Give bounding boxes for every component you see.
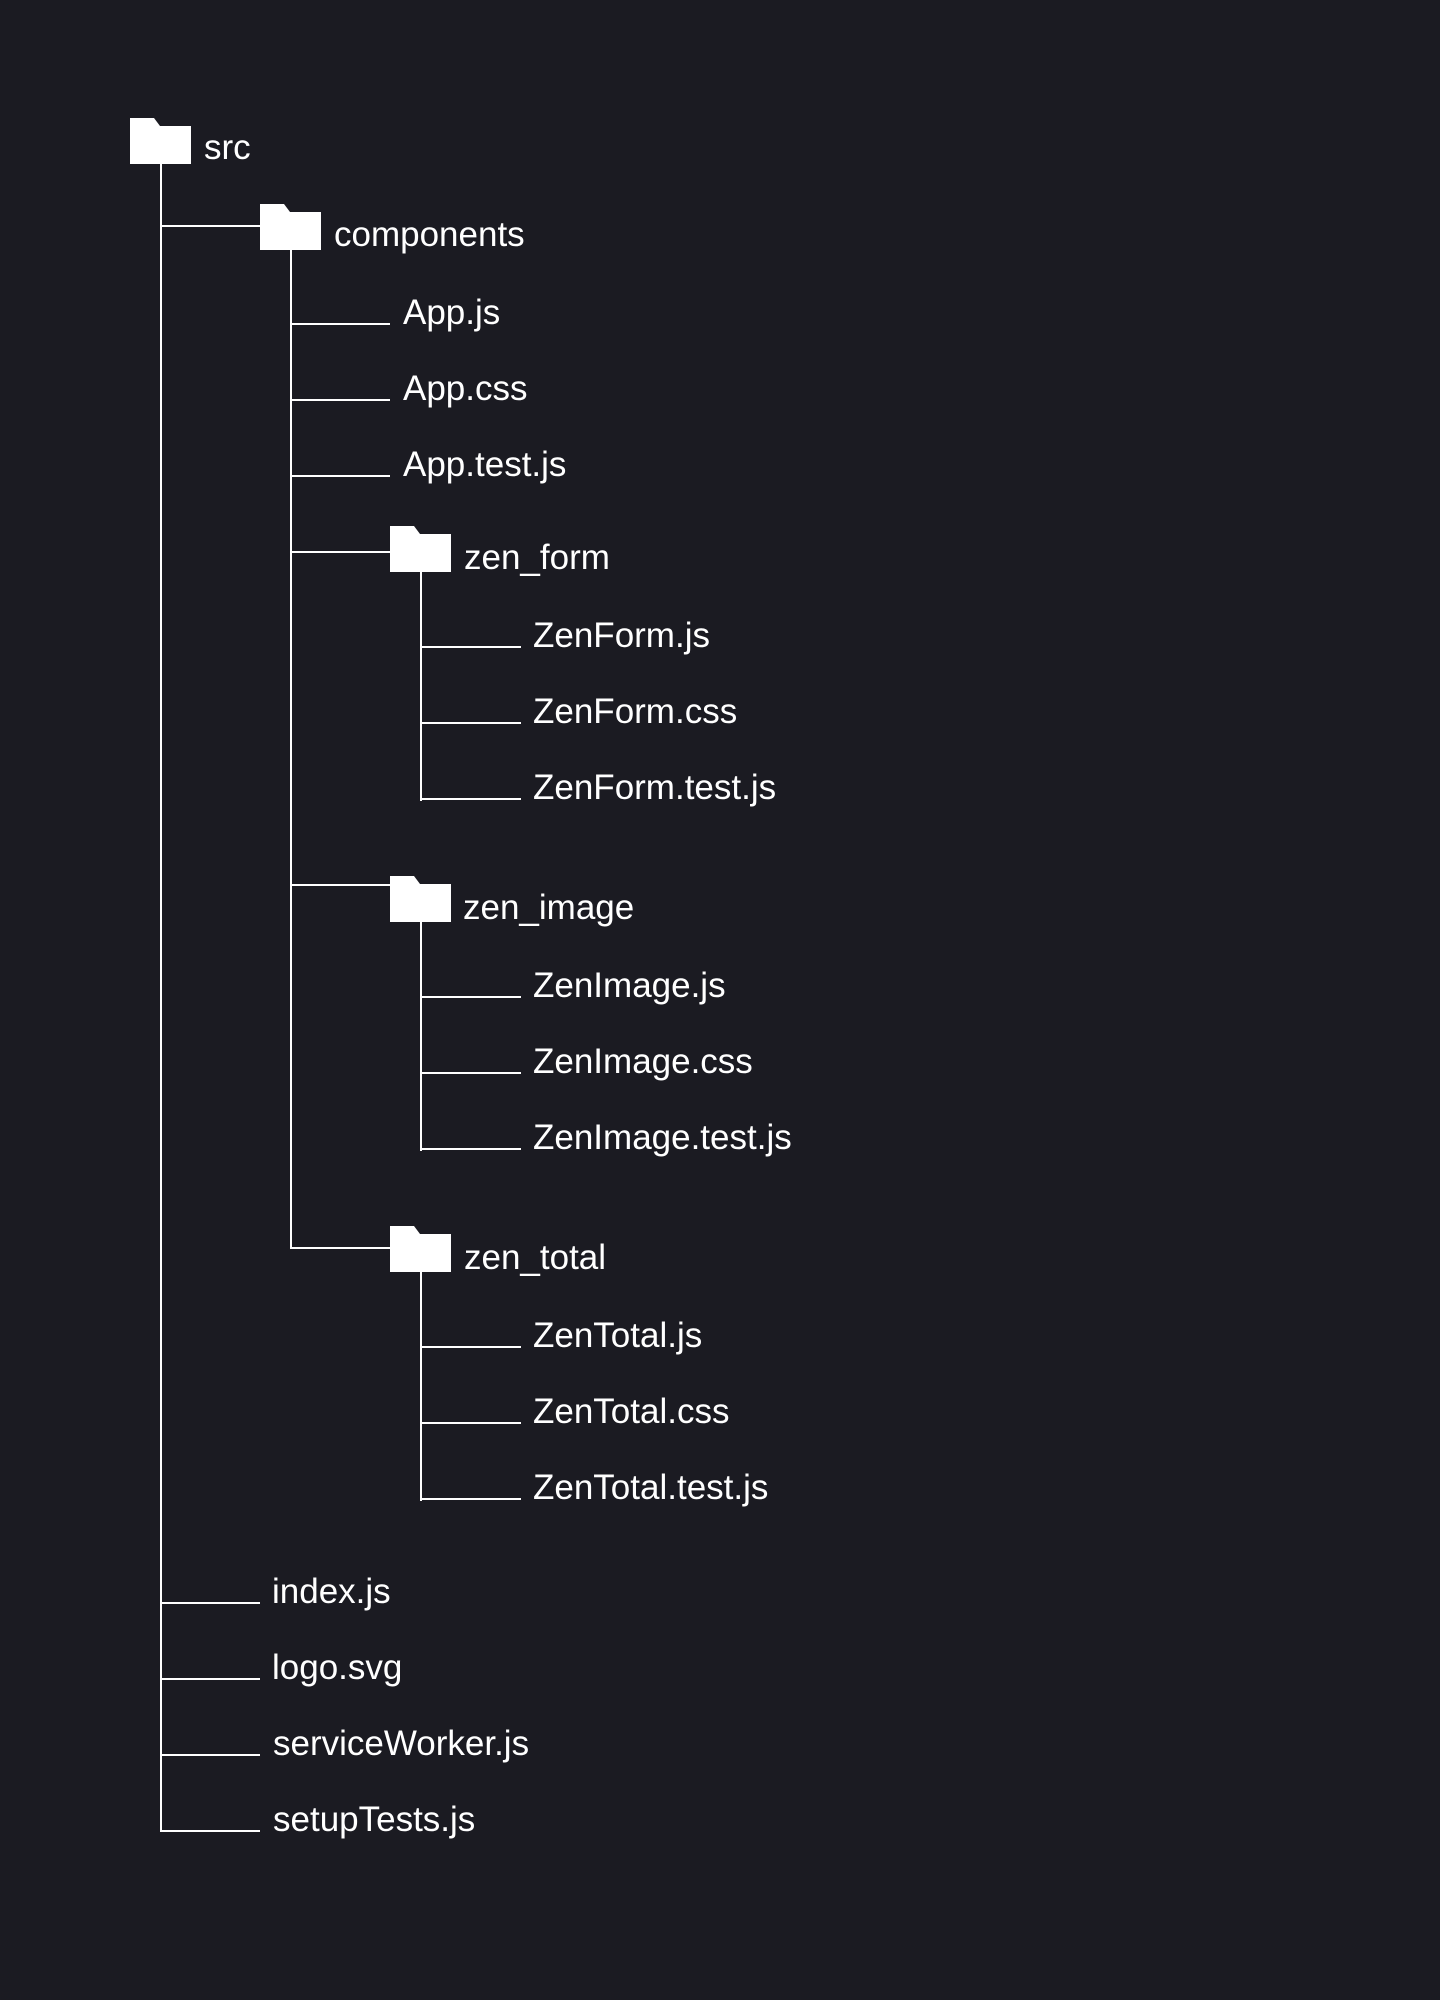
connector-logo-svg [160, 1678, 260, 1680]
connector-zenimage-css [420, 1072, 521, 1074]
connector-zenform-js [420, 646, 521, 648]
connector-zen-form-trunk [420, 570, 422, 801]
connector-components-trunk [290, 248, 292, 1249]
folder-label-zen-total: zen_total [464, 1238, 607, 1277]
connector-components [160, 225, 264, 227]
connector-zen-form [290, 551, 392, 553]
connector-zentotal-css [420, 1422, 521, 1424]
folder-icon [260, 204, 321, 250]
connector-zen-image [290, 884, 392, 886]
folder-icon [130, 118, 191, 164]
connector-app-test-js [290, 475, 390, 477]
file-label-zenimage-css: ZenImage.css [533, 1042, 753, 1081]
folder-label-zen-image: zen_image [463, 888, 635, 927]
connector-setuptests-js [160, 1830, 260, 1832]
file-label-zentotal-test-js: ZenTotal.test.js [533, 1468, 769, 1507]
folder-icon [390, 1226, 451, 1272]
file-label-serviceworker-js: serviceWorker.js [273, 1724, 530, 1763]
file-label-zenimage-js: ZenImage.js [533, 966, 726, 1005]
connector-zenform-css [420, 722, 521, 724]
file-label-zenform-test-js: ZenForm.test.js [533, 768, 777, 807]
connector-zentotal-test-js [420, 1498, 521, 1500]
connector-zen-total-trunk [420, 1270, 422, 1501]
folder-label-zen-form: zen_form [464, 538, 610, 577]
connector-src-trunk [160, 160, 162, 1832]
connector-zenimage-test-js [420, 1148, 521, 1150]
file-label-zentotal-css: ZenTotal.css [533, 1392, 730, 1431]
folder-icon [390, 526, 451, 572]
connector-zentotal-js [420, 1346, 521, 1348]
folder-label-src: src [204, 128, 251, 167]
folder-icon [390, 876, 451, 922]
file-label-app-js: App.js [403, 293, 501, 332]
file-label-zenform-js: ZenForm.js [533, 616, 710, 655]
connector-app-css [290, 399, 390, 401]
file-label-zenform-css: ZenForm.css [533, 692, 738, 731]
connector-zen-image-trunk [420, 920, 422, 1151]
file-label-index-js: index.js [272, 1572, 391, 1611]
connector-zen-total [290, 1247, 392, 1249]
connector-zenform-test-js [420, 798, 521, 800]
file-label-zentotal-js: ZenTotal.js [533, 1316, 703, 1355]
connector-zenimage-js [420, 996, 521, 998]
connector-index-js [160, 1602, 260, 1604]
file-label-app-css: App.css [403, 369, 528, 408]
connector-app-js [290, 323, 390, 325]
folder-label-components: components [334, 215, 525, 254]
file-label-zenimage-test-js: ZenImage.test.js [533, 1118, 792, 1157]
file-label-logo-svg: logo.svg [272, 1648, 403, 1687]
file-label-setuptests-js: setupTests.js [273, 1800, 476, 1839]
connector-serviceworker-js [160, 1754, 260, 1756]
file-label-app-test-js: App.test.js [403, 445, 567, 484]
